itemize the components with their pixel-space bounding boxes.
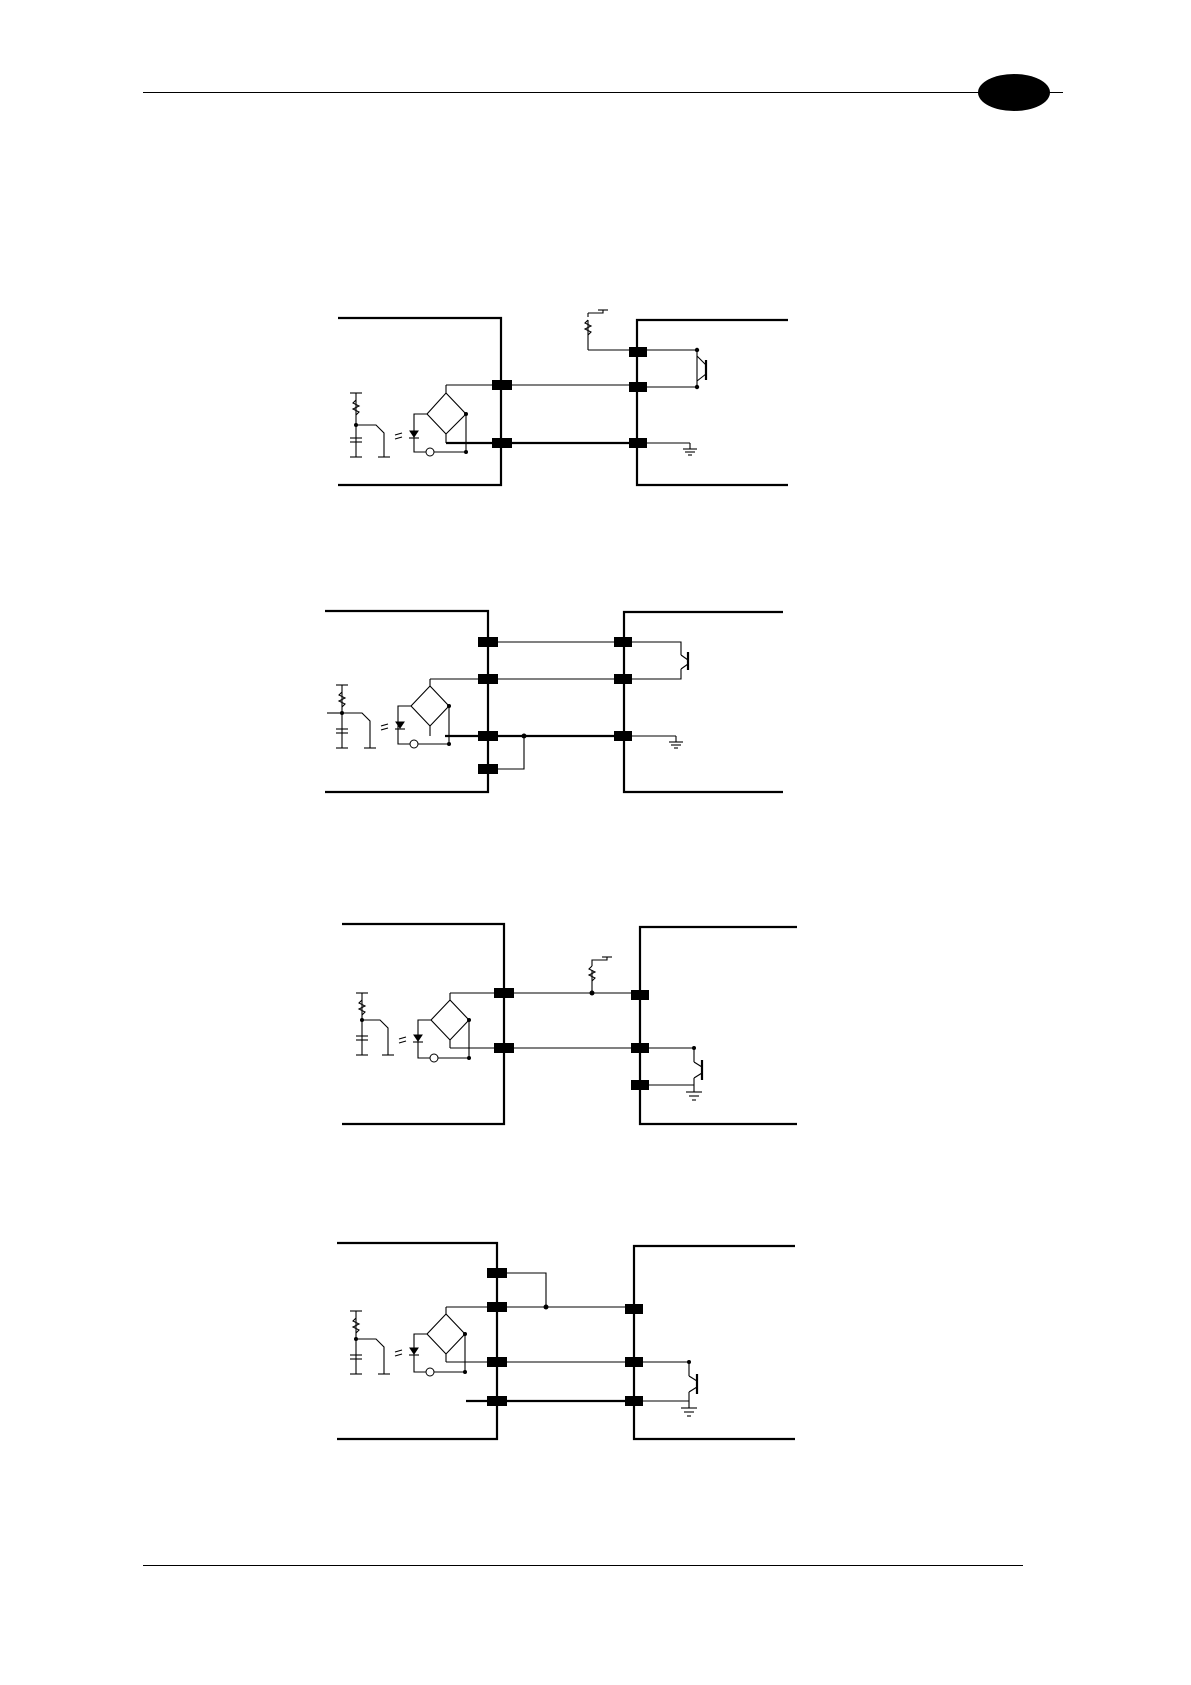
led-diode-symbol <box>410 431 418 437</box>
external-enclosure <box>634 1246 795 1439</box>
terminal-pin <box>478 764 498 774</box>
terminal-pin <box>478 674 498 684</box>
connector-outline <box>484 966 532 1070</box>
device-enclosure <box>338 318 501 485</box>
terminal-pin <box>625 1357 643 1367</box>
device-enclosure <box>337 1243 497 1439</box>
terminal-pin <box>492 438 512 448</box>
current-source-symbol <box>410 740 418 748</box>
phototransistor-symbol <box>342 713 370 748</box>
led-diode-symbol <box>396 722 404 728</box>
terminal-pin <box>487 1302 507 1312</box>
phototransistor-symbol <box>356 1339 384 1374</box>
terminal-pin <box>629 347 647 357</box>
current-source-symbol <box>430 1054 438 1062</box>
terminal-pin <box>487 1357 507 1367</box>
wiring-diagram-1 <box>0 300 1191 500</box>
terminal-pin <box>478 731 498 741</box>
terminal-pin <box>487 1396 507 1406</box>
bridge-rectifier-symbol <box>431 1000 469 1040</box>
bridge-rectifier-symbol <box>427 1314 465 1354</box>
header-rule <box>143 92 1063 93</box>
terminal-pin <box>631 1043 649 1053</box>
wiring-diagram-4 <box>0 1230 1191 1450</box>
wiring-diagram-2 <box>0 600 1191 800</box>
terminal-pin <box>614 731 632 741</box>
bridge-rectifier-symbol <box>427 393 466 434</box>
terminal-pin <box>494 988 514 998</box>
bridge-rectifier-symbol <box>411 686 449 726</box>
led-diode-symbol <box>414 1035 422 1041</box>
terminal-pin <box>487 1268 507 1278</box>
device-enclosure <box>325 611 488 792</box>
device-enclosure <box>342 924 504 1124</box>
terminal-pin <box>625 1304 643 1314</box>
current-source-symbol <box>426 448 434 456</box>
external-enclosure <box>624 612 783 792</box>
current-source-symbol <box>426 1368 434 1376</box>
terminal-pin <box>494 1043 514 1053</box>
external-enclosure <box>637 320 788 485</box>
led-diode-symbol <box>410 1348 418 1354</box>
terminal-pin <box>478 637 498 647</box>
chapter-tab <box>978 74 1050 111</box>
terminal-pin <box>631 990 649 1000</box>
terminal-pin <box>625 1396 643 1406</box>
terminal-pin <box>629 438 647 448</box>
phototransistor-symbol <box>356 425 384 457</box>
wiring-diagram-3 <box>0 910 1191 1130</box>
terminal-pin <box>492 380 512 390</box>
phototransistor-symbol <box>362 1020 388 1055</box>
footer-rule <box>143 1565 1023 1566</box>
external-enclosure <box>640 927 797 1124</box>
terminal-pin <box>631 1080 649 1090</box>
